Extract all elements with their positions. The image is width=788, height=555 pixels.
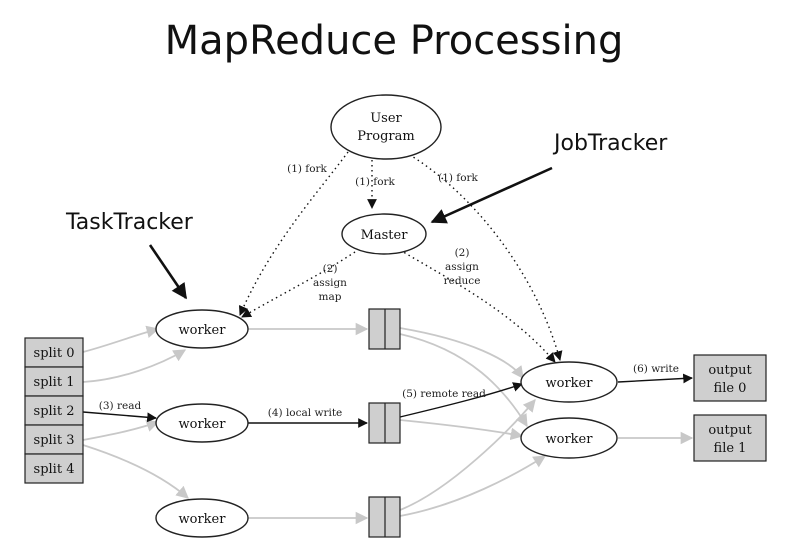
jobtracker-arrow [430, 166, 553, 224]
split-box-2 [24, 395, 84, 426]
remote-read-label: (5) remote read [402, 388, 486, 400]
fork-label-right: (1) fork [438, 172, 478, 184]
assign-map-word: assign [313, 277, 347, 289]
worker-label: worker [179, 323, 227, 338]
tasktracker-arrow [148, 244, 188, 300]
output-file-0: output file 0 [693, 354, 767, 402]
map-worker-1: worker [155, 309, 249, 349]
split-box-3 [24, 424, 84, 455]
fork-label-center: (1) fork [355, 176, 395, 188]
output-1-line2: file 1 [714, 441, 747, 456]
edge-buffer3-reducer2 [399, 455, 547, 517]
assign-reduce-type: reduce [444, 275, 481, 287]
edge-labels: (1) fork (1) fork (1) fork (2) assign ma… [99, 163, 679, 419]
map-worker-2: worker [155, 403, 249, 443]
edge-split3-worker2 [82, 419, 160, 441]
worker-label: worker [179, 417, 227, 432]
assign-reduce-word: assign [445, 261, 479, 273]
split-box-1 [24, 366, 84, 397]
slide-title: MapReduce Processing [164, 18, 624, 64]
edge-read [82, 411, 157, 423]
jobtracker-annotation: JobTracker [552, 131, 668, 156]
dotted-edges [238, 151, 563, 363]
assign-map-num: (2) [323, 263, 338, 275]
split-label-0: split 0 [34, 346, 75, 361]
edge-buffer1-reducer1 [399, 327, 524, 380]
user-program-label-line1: User [370, 111, 402, 126]
master-label: Master [361, 228, 409, 243]
edge-split3-worker3 [82, 444, 189, 499]
split-box-0 [24, 337, 84, 368]
intermediate-file-1 [368, 308, 401, 350]
edge-assign-map [241, 251, 356, 318]
edge-fork-to-reducer [404, 151, 563, 361]
edge-split1-worker1 [82, 349, 187, 383]
split-label-3: split 3 [34, 433, 75, 448]
edge-split0-worker1 [82, 325, 160, 353]
reduce-worker-1: worker [520, 361, 618, 403]
intermediate-file-2 [368, 402, 401, 444]
read-label: (3) read [99, 400, 142, 412]
edge-buffer1-reducer2 [399, 333, 528, 428]
edge-write [617, 373, 693, 384]
annotation-arrows [148, 166, 553, 300]
assign-map-type: map [319, 291, 342, 303]
fork-label-left: (1) fork [287, 163, 327, 175]
user-program-label-line2: Program [357, 129, 414, 144]
output-file-1: output file 1 [693, 414, 767, 462]
split-label-2: split 2 [34, 404, 75, 419]
worker-label: worker [546, 376, 594, 391]
master-node: Master [341, 213, 427, 255]
edge-buffer3-reducer1 [399, 399, 536, 511]
output-1-line1: output [708, 423, 752, 438]
worker-label: worker [179, 512, 227, 527]
edge-buffer2-reducer2 [399, 419, 524, 441]
light-edges [82, 322, 694, 525]
write-label: (6) write [633, 363, 679, 375]
map-worker-3: worker [155, 498, 249, 538]
input-splits: split 0 split 1 split 2 split 3 split 4 [24, 337, 84, 484]
assign-reduce-num: (2) [455, 247, 470, 259]
worker-label: worker [546, 432, 594, 447]
output-0-line1: output [708, 363, 752, 378]
edge-remote-read [399, 382, 523, 418]
reduce-worker-2: worker [520, 417, 618, 459]
split-label-4: split 4 [34, 462, 75, 477]
split-box-4 [24, 453, 84, 484]
intermediate-file-3 [368, 496, 401, 538]
user-program-node: User Program [330, 94, 442, 160]
dark-edges [82, 373, 693, 428]
split-label-1: split 1 [34, 375, 75, 390]
output-0-line2: file 0 [714, 381, 747, 396]
tasktracker-annotation: TaskTracker [65, 210, 194, 235]
local-write-label: (4) local write [268, 407, 343, 419]
